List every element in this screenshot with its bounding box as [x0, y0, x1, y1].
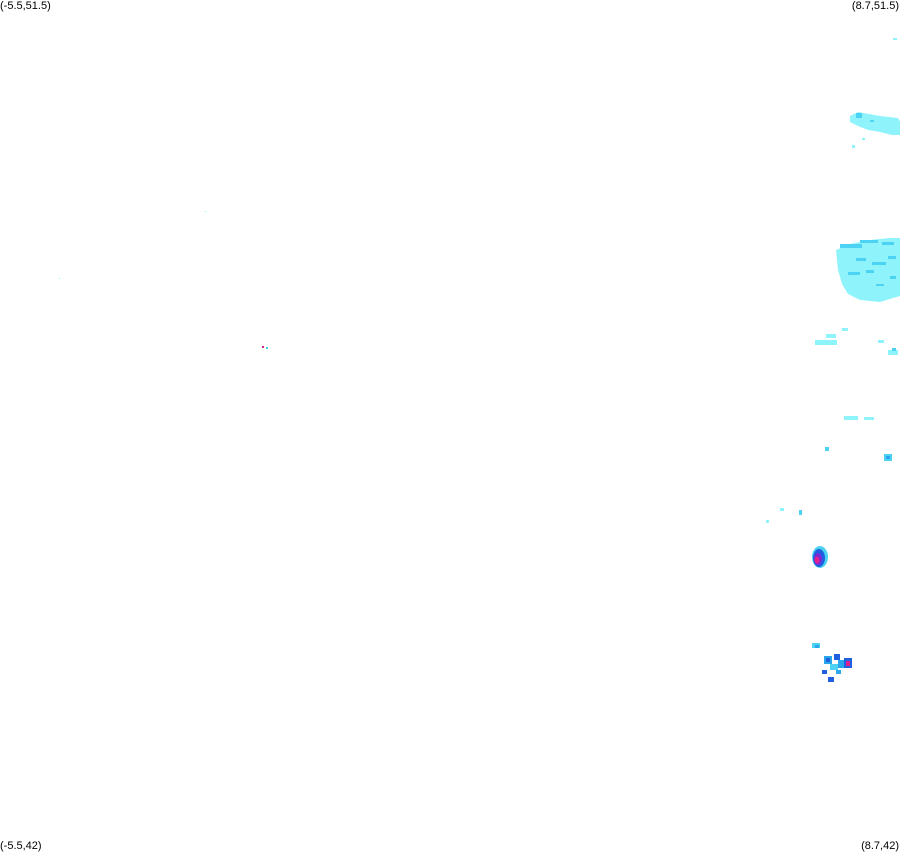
precip-cell: [780, 508, 784, 511]
corner-label-bottom-right: (8.7,42): [861, 840, 899, 852]
precip-cell: [825, 447, 829, 451]
precip-cell: [799, 510, 802, 515]
storm-cell-south: [812, 546, 828, 568]
precip-cell: [262, 346, 264, 348]
corner-label-bottom-left: (-5.5,42): [0, 840, 42, 852]
precip-cell: [844, 416, 858, 420]
precip-band-north: [850, 112, 900, 148]
precip-cell-east-edge: [884, 454, 892, 461]
precip-scatter-east: [815, 328, 898, 355]
precip-cell: [59, 278, 60, 279]
corner-label-top-right: (8.7,51.5): [851, 0, 899, 12]
precip-cell: [205, 211, 206, 212]
precip-cell: [893, 38, 897, 40]
precip-band-central: [836, 238, 900, 302]
precip-cell: [766, 520, 769, 523]
precip-cell: [864, 417, 874, 420]
corner-label-top-left: (-5.5,51.5): [0, 0, 51, 12]
storm-cluster-southeast: [812, 643, 852, 682]
precip-cell: [266, 347, 268, 349]
